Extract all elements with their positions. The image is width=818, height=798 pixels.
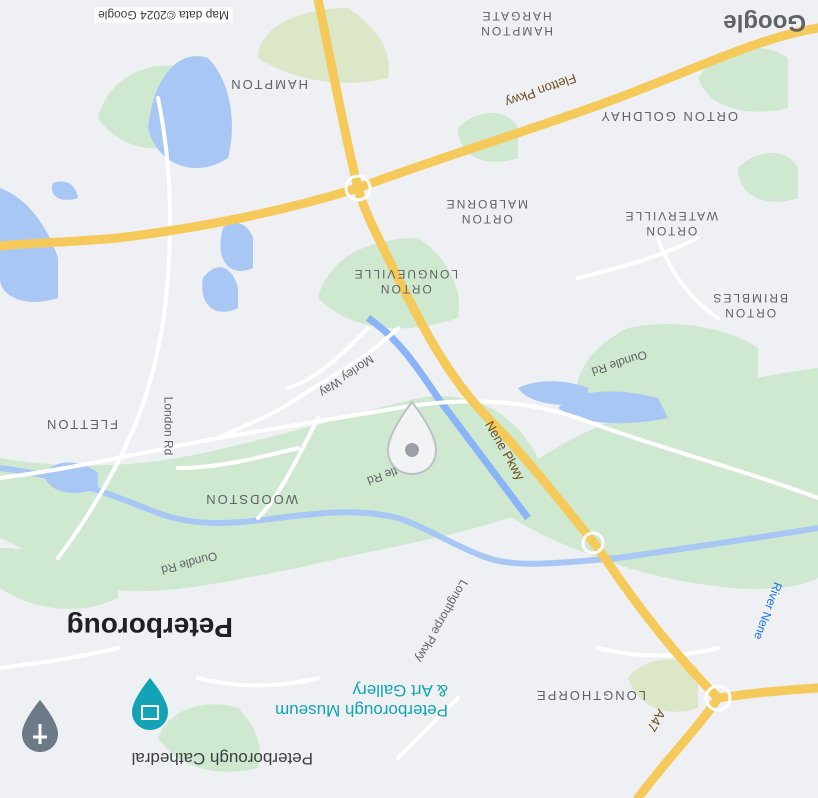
park-small-1	[738, 153, 798, 202]
canal-channel	[366, 315, 531, 521]
park-north	[318, 238, 459, 329]
park-east	[158, 704, 260, 772]
lakes-river-2	[518, 381, 588, 405]
junction-west	[581, 531, 605, 555]
park-small-3	[698, 47, 788, 112]
label-orton-malborne: ORTON MALBORNE	[444, 197, 528, 226]
field-centre	[628, 659, 698, 712]
junction-south	[704, 684, 732, 712]
road-south-3	[596, 646, 720, 658]
fletton-parkway	[0, 23, 818, 251]
nene-parkway	[353, 183, 723, 703]
label-orton-longueville: ORTON LONGUEVILLE	[352, 267, 458, 296]
label-hampton-hargate: HAMPTON HARGATE	[479, 9, 553, 38]
museum-pin-body	[132, 678, 168, 730]
pin-body	[386, 400, 438, 476]
lake-east-2	[220, 222, 253, 272]
lake-east	[202, 267, 238, 312]
cathedral-label[interactable]: Peterborough Cathedral	[131, 749, 313, 768]
minor-roads	[0, 96, 818, 760]
museum-pin-icon[interactable]	[130, 676, 170, 732]
label-longthorpe: LONGTHORPE	[534, 688, 646, 703]
park-southwest	[488, 368, 818, 589]
map-attribution: Map data ©2024 Google	[94, 7, 233, 23]
location-pin-icon[interactable]	[384, 398, 440, 478]
museum-label[interactable]: Peterborough Museum & Art Gallery	[275, 681, 448, 720]
label-orton-waterville: ORTON WATERVILLE	[623, 209, 718, 238]
oundle-rd	[0, 399, 818, 500]
pond-1	[52, 181, 78, 200]
google-logo[interactable]: Google	[723, 9, 806, 36]
green-spaces	[0, 47, 818, 772]
road-east-1	[0, 646, 120, 670]
lake-north	[148, 56, 232, 168]
road-north-2	[656, 236, 720, 320]
road-grid-2	[176, 446, 300, 470]
road-grid-1	[256, 416, 320, 520]
label-london-rd: London Rd	[161, 396, 176, 456]
morley-way	[216, 326, 400, 440]
junctions	[344, 174, 732, 712]
cathedral-pin-icon[interactable]	[20, 698, 60, 754]
road-south	[396, 696, 460, 760]
pin-dot	[405, 443, 419, 457]
cathedral-cross-glyph	[33, 724, 47, 744]
museum-glyph	[141, 705, 159, 720]
label-fletton: FLETTON	[45, 417, 118, 432]
label-orton-brimbles: ORTON BRIMBLES	[711, 291, 788, 320]
road-south-2	[196, 676, 320, 688]
road-grid-3	[286, 326, 370, 390]
label-peterborough: Peterboroug	[66, 612, 233, 643]
london-rd	[56, 96, 172, 560]
label-orton-goldhay: ORTON GOLDHAY	[599, 109, 738, 124]
road-north-1	[576, 236, 700, 280]
junction-north	[344, 174, 372, 202]
a47-west	[713, 683, 818, 703]
a1-link	[313, 0, 363, 193]
river-nene	[0, 465, 818, 567]
label-woodston: WOODSTON	[204, 492, 298, 507]
label-hampton: HAMPTON	[229, 77, 308, 92]
park-top-right	[0, 548, 118, 609]
